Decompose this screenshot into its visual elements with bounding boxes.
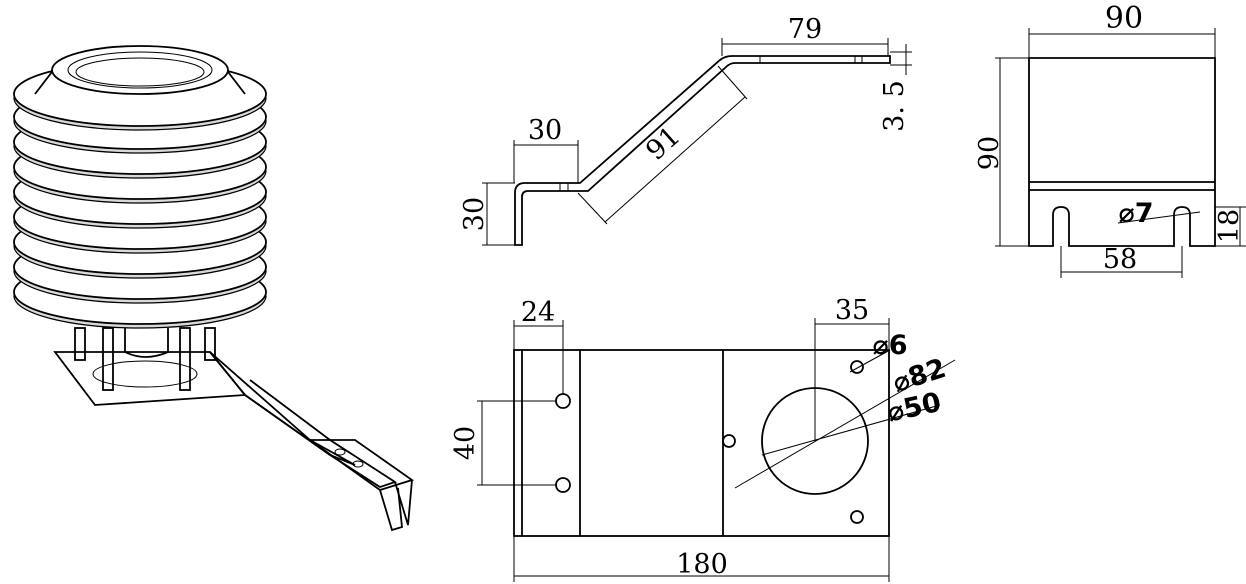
- support-post-4: [204, 327, 216, 361]
- bracket-plan-view: 24 40 35 ⌀6 ⌀82 ⌀50 180: [450, 295, 956, 582]
- dim-label-58: 58: [1103, 244, 1137, 275]
- plan-outline: [513, 349, 890, 537]
- bracket-hole-1: [334, 448, 346, 456]
- dim-label-30-horizontal: 30: [528, 115, 562, 146]
- top-cap-rim: [67, 51, 213, 89]
- dim-label-24: 24: [521, 297, 555, 328]
- dim-label-30-vertical: 30: [459, 197, 490, 231]
- dim-label-40: 40: [450, 426, 481, 460]
- top-cap-inner: [75, 57, 205, 87]
- ext-line: [717, 65, 748, 100]
- dim-label-slot-diameter: ⌀7: [1118, 198, 1153, 229]
- dim-line-91: [604, 96, 746, 223]
- bracket-foot: [379, 487, 403, 532]
- support-post-2: [102, 327, 114, 391]
- dim-label-35: 35: [835, 295, 869, 326]
- dim-label-90-width: 90: [1105, 1, 1143, 36]
- support-post-3: [179, 327, 191, 391]
- top-cap: [51, 45, 229, 95]
- ext-line: [577, 192, 608, 225]
- dim-label-3-5: 3. 5: [879, 80, 910, 132]
- mount-plate-hole: [92, 360, 198, 388]
- mount-hole: [555, 393, 571, 409]
- dim-label-180: 180: [676, 549, 728, 580]
- bracket-arm: [209, 351, 356, 466]
- leader-50: [761, 404, 941, 456]
- support-post-1: [74, 327, 86, 361]
- dim-label-79: 79: [788, 14, 822, 45]
- sensor-housing: [124, 328, 169, 358]
- bracket-foot-side: [394, 479, 413, 526]
- leader-6: [849, 349, 891, 373]
- dim-label-small-hole: ⌀6: [872, 330, 907, 361]
- mount-hole: [722, 434, 736, 448]
- dim-label-18: 18: [1214, 209, 1245, 243]
- dim-label-inner-diameter: ⌀50: [885, 387, 944, 429]
- dim-label-91: 91: [640, 121, 686, 167]
- bracket-slope: [244, 379, 398, 488]
- bracket-profile-view: 79 3. 5 91 30 30: [459, 14, 912, 246]
- mount-hole: [850, 510, 864, 524]
- end-view-outline: [1028, 57, 1216, 247]
- bracket-end-view: 90 90 18 ⌀7 58: [974, 1, 1246, 278]
- shield-isometric-view: [13, 45, 415, 532]
- bracket-hole-2: [352, 460, 364, 468]
- leader-82: [734, 359, 956, 489]
- mount-hole: [555, 477, 571, 493]
- leader-7: [1117, 211, 1201, 224]
- dim-label-90-height: 90: [974, 136, 1005, 170]
- mount-hole: [850, 360, 864, 374]
- bracket-profile: [514, 55, 891, 246]
- louver-stack: [13, 61, 267, 329]
